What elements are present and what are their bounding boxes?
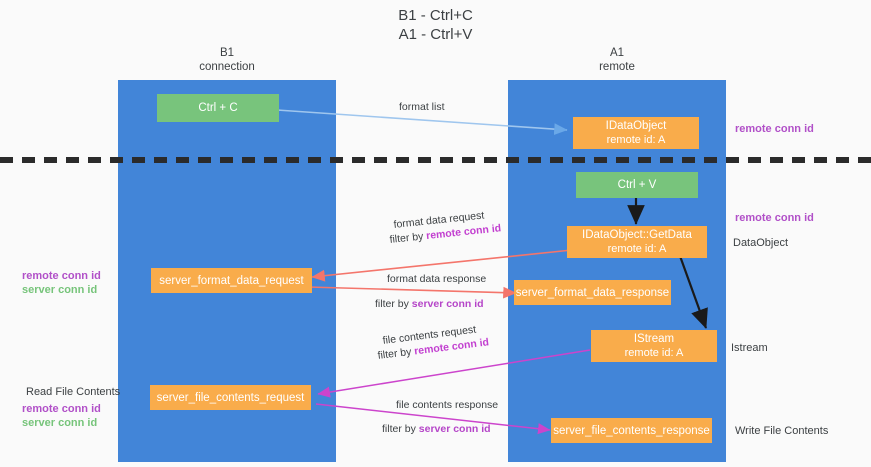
node-istream-label: IStream: [633, 333, 675, 345]
node-getdata-label: IDataObject::GetData: [582, 229, 692, 241]
edge-getdata-to-istream: [678, 255, 708, 329]
node-server-format-data-response-label: server_format_data_response: [515, 286, 670, 299]
lane-header-b1: B1 connection: [199, 47, 255, 73]
edge-label-file-contents-response-filter: filter by server conn id: [382, 423, 491, 436]
node-ctrl-v[interactable]: Ctrl + V: [576, 172, 698, 198]
edge-file-contents-response: [315, 403, 551, 435]
node-istream[interactable]: IStream remote id: A: [591, 330, 717, 362]
node-server-format-data-response[interactable]: server_format_data_response: [514, 280, 671, 305]
node-idataobject[interactable]: IDataObject remote id: A: [573, 117, 699, 149]
edge-format-list: [276, 109, 568, 136]
filter-prefix-4: filter by: [382, 423, 419, 435]
annotation-left-read-file-contents: Read File Contents: [26, 386, 121, 398]
filter-key-server-conn-id-2: server conn id: [418, 423, 491, 435]
edge-label-format-list: format list: [399, 101, 445, 113]
node-idataobject-sublabel: remote id: A: [606, 134, 666, 146]
node-ctrl-v-label: Ctrl + V: [617, 179, 657, 191]
node-getdata[interactable]: IDataObject::GetData remote id: A: [567, 226, 707, 258]
node-istream-sublabel: remote id: A: [624, 347, 684, 359]
node-server-format-data-request-label: server_format_data_request: [159, 274, 304, 287]
annotation-right-dataobject: DataObject: [733, 237, 789, 249]
node-idataobject-label: IDataObject: [605, 120, 667, 132]
annotation-right-write-file-contents: Write File Contents: [735, 425, 829, 437]
edge-label-format-data-response-filter: filter by server conn id: [375, 298, 484, 311]
diagram-title: B1 - Ctrl+C A1 - Ctrl+V: [398, 7, 473, 43]
edge-format-data-request: [311, 249, 573, 282]
node-server-format-data-request[interactable]: server_format_data_request: [151, 268, 312, 293]
filter-prefix-2: filter by: [375, 298, 412, 310]
annotation-left-remote-conn-id-2: remote conn id: [22, 403, 101, 415]
lane-header-a1: A1 remote: [599, 47, 635, 73]
annotation-left-server-conn-id: server conn id: [22, 284, 98, 296]
edge-label-file-contents-response: file contents response: [396, 399, 499, 411]
node-server-file-contents-response-label: server_file_contents_response: [553, 424, 710, 437]
node-server-file-contents-request-label: server_file_contents_request: [156, 391, 305, 404]
node-ctrl-c-label: Ctrl + C: [198, 102, 238, 114]
node-server-file-contents-response[interactable]: server_file_contents_response: [551, 418, 712, 443]
edge-label-format-data-response: format data response: [387, 273, 487, 285]
annotation-left-server-conn-id-2: server conn id: [22, 417, 98, 429]
filter-key-server-conn-id-1: server conn id: [411, 298, 484, 310]
annotation-right-istream: Istream: [731, 342, 768, 354]
annotation-right-remote-conn-id-mid: remote conn id: [735, 212, 814, 224]
node-ctrl-c[interactable]: Ctrl + C: [157, 94, 279, 122]
edge-format-data-response: [307, 286, 517, 299]
annotation-right-remote-conn-id-top: remote conn id: [735, 123, 814, 135]
edge-file-contents-request: [317, 349, 591, 398]
node-server-file-contents-request[interactable]: server_file_contents_request: [150, 385, 311, 410]
annotation-left-remote-conn-id: remote conn id: [22, 270, 101, 282]
node-getdata-sublabel: remote id: A: [607, 243, 667, 255]
filter-prefix-1: filter by: [389, 230, 427, 246]
